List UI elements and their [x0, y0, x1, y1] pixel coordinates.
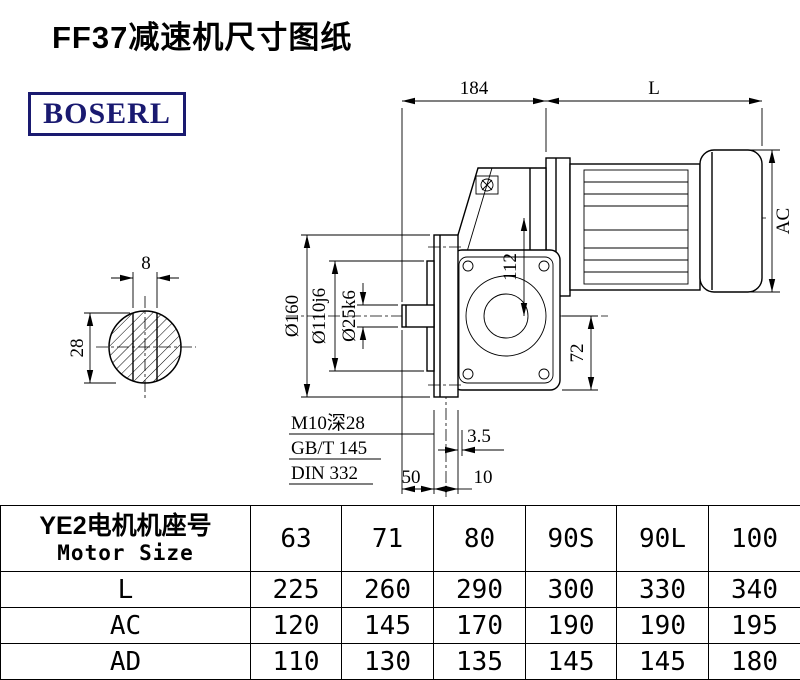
output-shaft	[401, 304, 435, 328]
technical-drawing: 8 28	[67, 78, 794, 497]
value-cell: 170	[433, 607, 526, 644]
motor	[545, 149, 763, 297]
shaft-section-view: 8 28	[67, 253, 196, 398]
dim-184: 184	[460, 78, 489, 99]
value-cell: 145	[525, 643, 617, 680]
value-cell: 180	[708, 643, 800, 680]
header-size-cell: 90L	[616, 505, 709, 572]
note-din: DIN 332	[291, 463, 358, 484]
motor-size-label-cn: YE2电机机座号	[39, 511, 212, 540]
motor-size-label-en: Motor Size	[57, 540, 194, 565]
gear-bore-inner	[483, 293, 529, 339]
breather-boss	[475, 175, 499, 195]
dim-72: 72	[567, 344, 588, 363]
gear-bore-outer	[465, 275, 547, 357]
value-cell: 290	[433, 571, 526, 608]
dim-3-5: 3.5	[467, 426, 491, 447]
motor-size-header-cell: YE2电机机座号 Motor Size	[0, 505, 251, 572]
dim-L: L	[648, 78, 660, 99]
dim-spigot-dia: Ø110j6	[309, 288, 330, 344]
fan-cover	[699, 149, 763, 293]
table-row-AC: AC 120 145 170 190 190 195	[0, 607, 800, 644]
dim-112: 112	[500, 253, 521, 281]
dim-key-width: 8	[141, 253, 151, 274]
value-cell: 300	[525, 571, 617, 608]
dim-shaft-height: 28	[67, 339, 88, 358]
table-row-AD: AD 110 130 135 145 145 180	[0, 643, 800, 680]
header-size-cell: 90S	[525, 505, 617, 572]
shaft-section-circle	[108, 310, 182, 384]
header-size-cell: 80	[433, 505, 526, 572]
value-cell: 190	[525, 607, 617, 644]
table-header-row: YE2电机机座号 Motor Size 63 71 80 90S 90L 100	[0, 505, 800, 572]
value-cell: 130	[341, 643, 434, 680]
note-tap: M10深28	[291, 412, 365, 434]
value-cell: 195	[708, 607, 800, 644]
header-size-cell: 100	[708, 505, 800, 572]
value-cell: 190	[616, 607, 709, 644]
header-size-cell: 63	[250, 505, 342, 572]
value-cell: 145	[341, 607, 434, 644]
dim-shaft-dia: Ø25k6	[339, 290, 360, 342]
row-label-cell: L	[0, 571, 251, 608]
value-cell: 340	[708, 571, 800, 608]
logo-box: BOSERL	[28, 92, 186, 136]
note-gb: GB/T 145	[291, 438, 367, 459]
row-label-cell: AD	[0, 643, 251, 680]
lifting-eye	[480, 178, 494, 192]
logo-text: BOSERL	[43, 97, 171, 130]
dimensions: 184 L AC Ø160 Ø110j6 Ø25k6	[282, 78, 794, 494]
dim-AC: AC	[773, 208, 794, 234]
page-title: FF37减速机尺寸图纸	[52, 20, 353, 55]
value-cell: 330	[616, 571, 709, 608]
dimension-table: YE2电机机座号 Motor Size 63 71 80 90S 90L 100…	[0, 505, 800, 680]
output-flange	[433, 234, 459, 398]
dim-50: 50	[402, 467, 421, 488]
dim-10: 10	[474, 467, 493, 488]
value-cell: 225	[250, 571, 342, 608]
row-label-cell: AC	[0, 607, 251, 644]
value-cell: 120	[250, 607, 342, 644]
value-cell: 135	[433, 643, 526, 680]
value-cell: 110	[250, 643, 342, 680]
main-view	[286, 149, 766, 497]
table-row-L: L 225 260 290 300 330 340	[0, 571, 800, 608]
output-flange-shaft	[401, 234, 464, 398]
header-size-cell: 71	[341, 505, 434, 572]
dim-flange-dia: Ø160	[282, 295, 303, 337]
value-cell: 260	[341, 571, 434, 608]
value-cell: 145	[616, 643, 709, 680]
